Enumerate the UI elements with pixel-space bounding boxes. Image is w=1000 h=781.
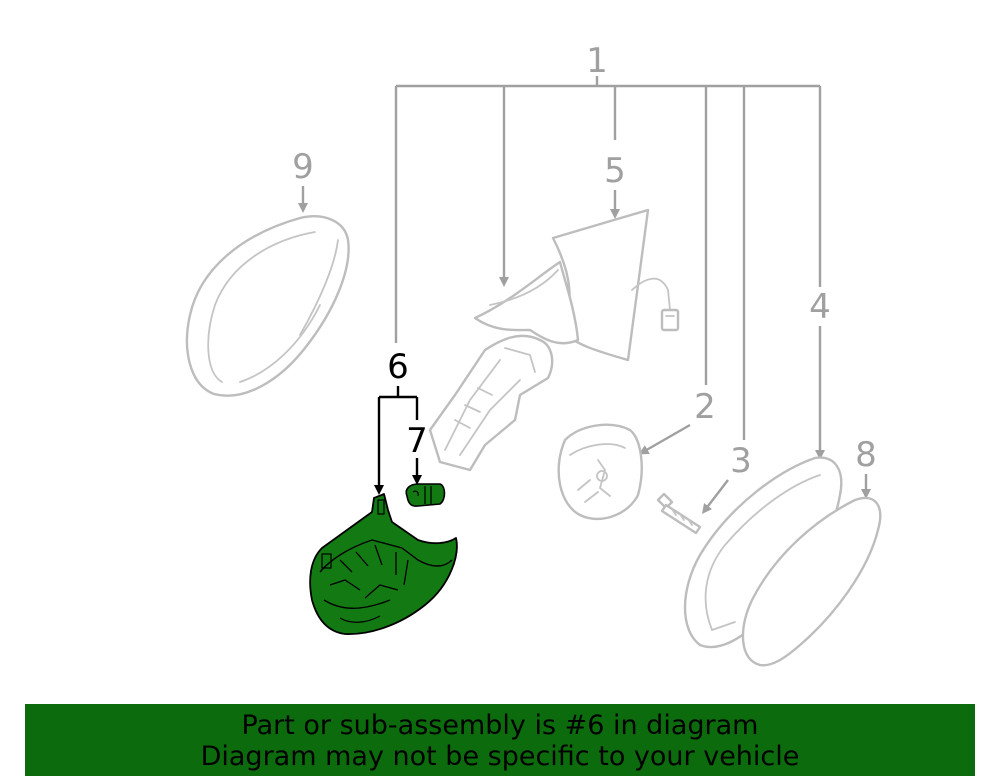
callout-3-leader xyxy=(701,479,729,514)
callout-5: 5 xyxy=(604,151,626,191)
callout-7: 7 xyxy=(406,421,428,461)
callout-3: 3 xyxy=(730,441,752,481)
callout-9: 9 xyxy=(292,147,314,187)
lamp-housing-part-6 xyxy=(309,493,458,635)
callout-8: 8 xyxy=(855,435,877,475)
banner-line-1: Part or sub-assembly is #6 in diagram xyxy=(241,710,759,741)
callout-6: 6 xyxy=(387,347,409,387)
banner-line-2: Diagram may not be specific to your vehi… xyxy=(200,741,800,772)
screw-part-3 xyxy=(656,492,702,535)
callout-6-leader xyxy=(374,386,419,495)
info-banner: Part or sub-assembly is #6 in diagram Di… xyxy=(25,704,975,776)
mirror-housing-part-5 xyxy=(428,208,680,472)
mirror-glass-part-8 xyxy=(741,497,882,667)
callout-1: 1 xyxy=(586,41,608,81)
callout-2-leader xyxy=(638,423,691,455)
mirror-cover-part-9 xyxy=(185,215,350,397)
callout-1-leader xyxy=(394,76,822,440)
callout-2: 2 xyxy=(694,387,716,427)
mirror-motor-part-2 xyxy=(557,423,643,521)
bulb-part-7 xyxy=(405,483,446,507)
callout-4: 4 xyxy=(809,287,831,327)
